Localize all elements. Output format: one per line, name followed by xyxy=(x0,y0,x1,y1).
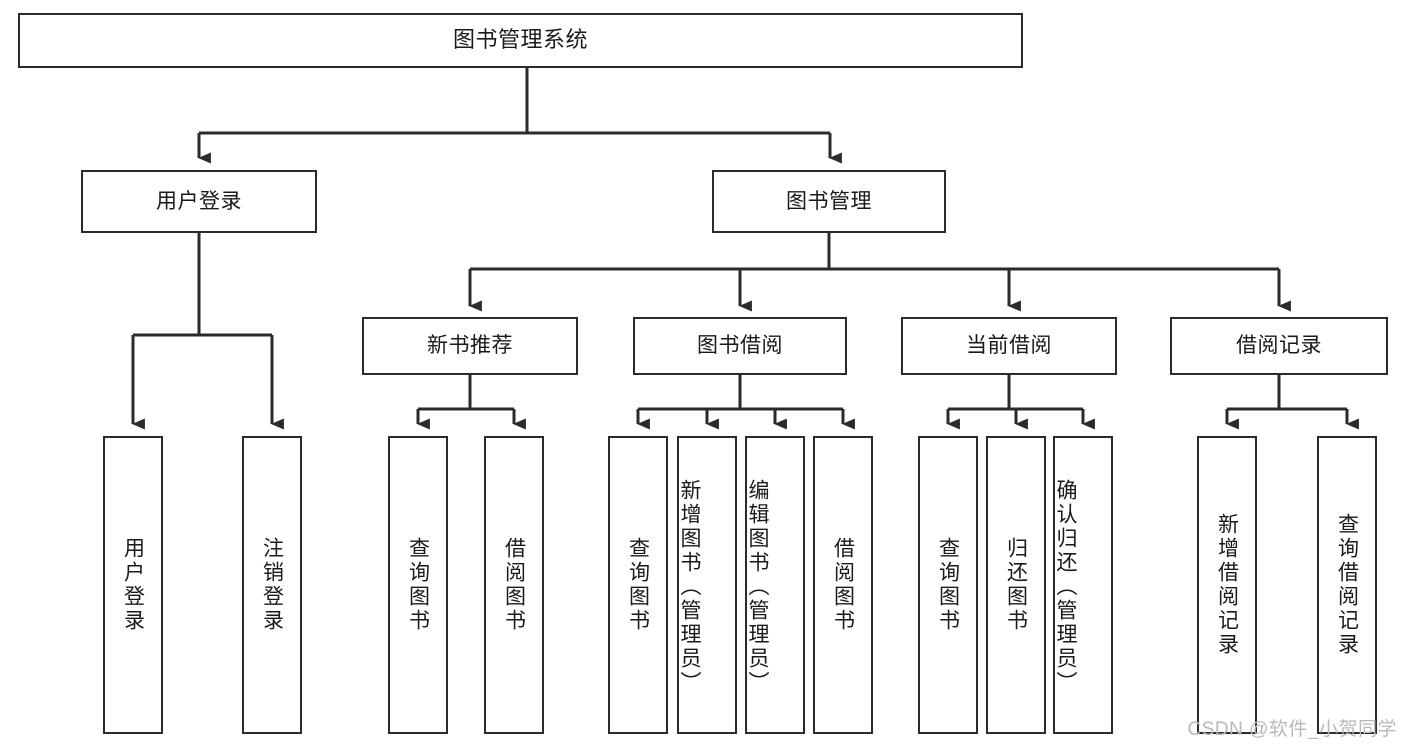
node-book-manage[interactable]: 图书管理 xyxy=(712,170,946,233)
leaf-query-book-cur-label: 查询图书 xyxy=(936,537,960,633)
leaf-logout[interactable]: 注销登录 xyxy=(242,436,302,734)
node-user-login-label: 用户登录 xyxy=(156,189,242,213)
leaf-confirm-return[interactable]: 确认归还（管理员） xyxy=(1053,436,1113,734)
leaf-add-record[interactable]: 新增借阅记录 xyxy=(1197,436,1257,734)
node-borrow-record-label: 借阅记录 xyxy=(1236,334,1322,358)
leaf-query-book-rec[interactable]: 查询图书 xyxy=(388,436,448,734)
node-user-login[interactable]: 用户登录 xyxy=(81,170,317,233)
leaf-query-book-cur[interactable]: 查询图书 xyxy=(918,436,978,734)
node-new-book-recommend[interactable]: 新书推荐 xyxy=(362,317,578,375)
leaf-borrow-book-label: 借阅图书 xyxy=(831,537,855,633)
leaf-add-book-label: 新增图书（管理员） xyxy=(678,479,701,695)
node-current-borrow[interactable]: 当前借阅 xyxy=(901,317,1117,375)
node-new-book-recommend-label: 新书推荐 xyxy=(427,334,513,358)
leaf-logout-label: 注销登录 xyxy=(260,537,284,633)
leaf-query-record-label: 查询借阅记录 xyxy=(1335,513,1359,657)
leaf-edit-book[interactable]: 编辑图书（管理员） xyxy=(745,436,805,734)
node-root-label: 图书管理系统 xyxy=(452,27,588,53)
node-root[interactable]: 图书管理系统 xyxy=(18,13,1023,68)
leaf-user-login[interactable]: 用户登录 xyxy=(103,436,163,734)
leaf-borrow-book[interactable]: 借阅图书 xyxy=(813,436,873,734)
leaf-query-book-borrow-label: 查询图书 xyxy=(626,537,650,633)
leaf-query-book-rec-label: 查询图书 xyxy=(406,537,430,633)
node-book-borrow[interactable]: 图书借阅 xyxy=(633,317,847,375)
leaf-user-login-label: 用户登录 xyxy=(121,537,145,633)
leaf-borrow-book-rec-label: 借阅图书 xyxy=(502,537,526,633)
leaf-add-book[interactable]: 新增图书（管理员） xyxy=(677,436,737,734)
node-book-borrow-label: 图书借阅 xyxy=(697,334,783,358)
node-book-manage-label: 图书管理 xyxy=(786,189,872,213)
node-borrow-record[interactable]: 借阅记录 xyxy=(1170,317,1388,375)
leaf-return-book[interactable]: 归还图书 xyxy=(986,436,1046,734)
leaf-query-record[interactable]: 查询借阅记录 xyxy=(1317,436,1377,734)
node-current-borrow-label: 当前借阅 xyxy=(966,334,1052,358)
watermark: CSDN @软件_小贺同学 xyxy=(1187,719,1397,740)
leaf-return-book-label: 归还图书 xyxy=(1004,537,1028,633)
leaf-confirm-return-label: 确认归还（管理员） xyxy=(1054,479,1077,695)
leaf-edit-book-label: 编辑图书（管理员） xyxy=(746,479,769,695)
leaf-query-book-borrow[interactable]: 查询图书 xyxy=(608,436,668,734)
leaf-borrow-book-rec[interactable]: 借阅图书 xyxy=(484,436,544,734)
leaf-add-record-label: 新增借阅记录 xyxy=(1215,513,1239,657)
